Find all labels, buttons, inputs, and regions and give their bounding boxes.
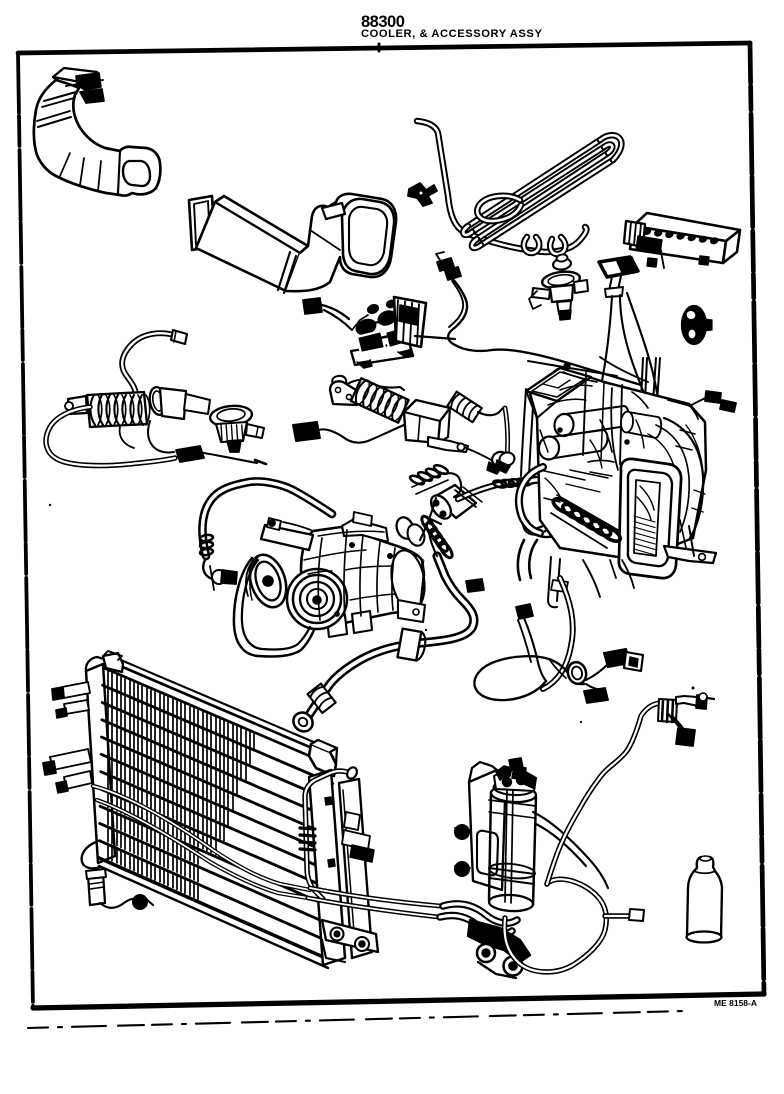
svg-text:ME 8158-A: ME 8158-A bbox=[714, 998, 757, 1008]
svg-text:88300: 88300 bbox=[361, 13, 405, 31]
svg-text:COOLER, & ACCESSORY ASSY: COOLER, & ACCESSORY ASSY bbox=[361, 28, 542, 40]
